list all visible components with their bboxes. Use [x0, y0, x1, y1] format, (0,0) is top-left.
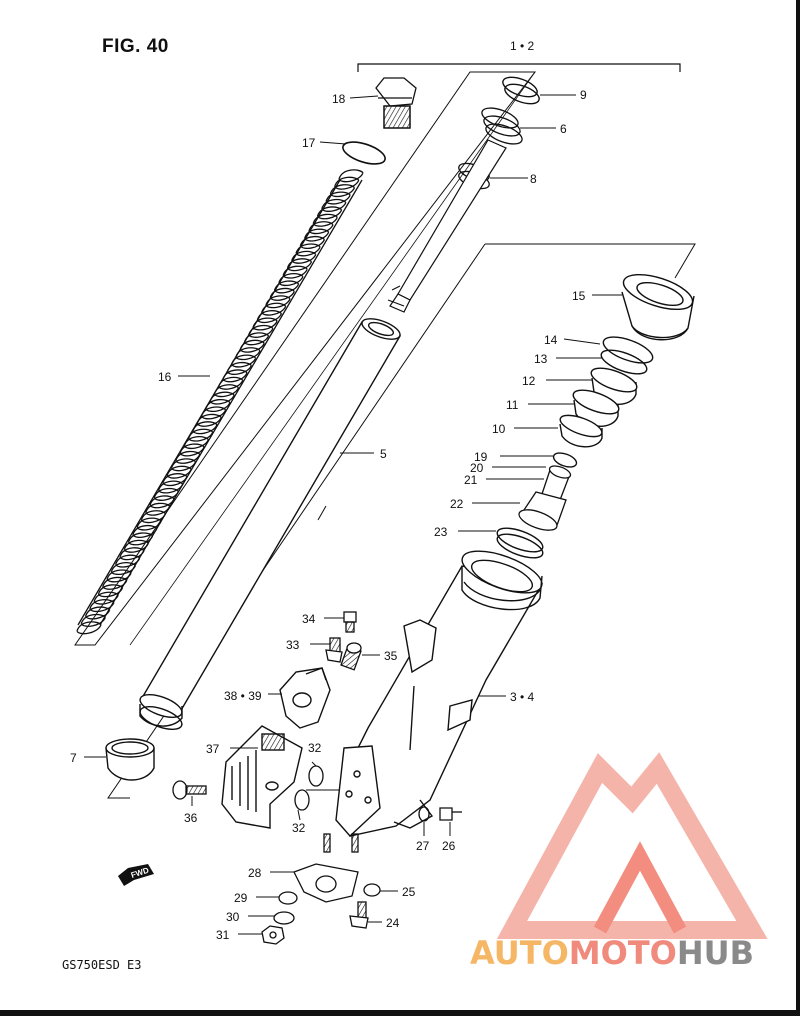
- callout-29: 29: [234, 891, 248, 905]
- callout-5: 5: [380, 447, 387, 461]
- part-13-washer: [600, 349, 648, 375]
- part-30-washer: [273, 911, 295, 925]
- axle-studs: [323, 833, 359, 853]
- watermark-part-hub: HUB: [676, 934, 755, 972]
- callout-23: 23: [434, 525, 448, 539]
- part-31-nut: [261, 925, 285, 945]
- callout-21: 21: [464, 473, 478, 487]
- callout-9: 9: [580, 88, 587, 102]
- callout-14: 14: [544, 333, 558, 347]
- damper-rod: [387, 139, 507, 313]
- part-37-caliper-bracket: [221, 725, 303, 829]
- figure-title: FIG. 40: [102, 36, 169, 57]
- callout-19: 19: [474, 450, 488, 464]
- part-32-o-ring-upper: [308, 765, 324, 787]
- outline-inner-lower: [129, 71, 536, 646]
- callout-18: 18: [332, 92, 346, 106]
- part-27-washer: [418, 806, 430, 822]
- callout-13: 13: [534, 352, 548, 366]
- part-38-39-bracket: [279, 667, 331, 729]
- callout-11: 11: [506, 398, 519, 412]
- right-border: [796, 0, 800, 1016]
- part-34-screw: [343, 611, 357, 633]
- part-26-bolt: [439, 807, 462, 821]
- fwd-arrow-icon: FWD: [118, 864, 154, 886]
- callout-28: 28: [248, 866, 262, 880]
- part-3-4-outer-tube: [335, 550, 544, 838]
- bracket-1-2: [357, 63, 681, 72]
- model-code: GS750ESD E3: [62, 958, 142, 972]
- callout-20: 20: [470, 461, 484, 475]
- part-32-o-ring-lower: [294, 789, 310, 811]
- part-14-stopper-ring: [602, 336, 654, 364]
- outline-inner-assembly: [74, 71, 537, 646]
- part-15-dust-seal: [621, 273, 695, 341]
- callout-3-4: 3 • 4: [510, 690, 535, 704]
- callout-7: 7: [70, 751, 77, 765]
- bottom-border: [0, 1010, 800, 1016]
- callout-33: 33: [286, 638, 300, 652]
- part-19-ring: [552, 452, 578, 468]
- part-5-inner-tube: [139, 318, 402, 731]
- callout-26: 26: [442, 839, 456, 853]
- part-28-axle-holder: [293, 863, 359, 903]
- callout-25: 25: [402, 885, 416, 899]
- automotohub-logo-icon: [496, 752, 768, 939]
- callout-27: 27: [416, 839, 430, 853]
- callout-38-39: 38 • 39: [224, 689, 262, 703]
- part-24-bolt: [349, 901, 369, 929]
- callout-37: 37: [206, 742, 220, 756]
- part-29-washer: [278, 891, 298, 905]
- part-6-damper-top: [481, 107, 523, 145]
- callout-36: 36: [184, 811, 198, 825]
- part-22-oil-lock: [518, 491, 567, 531]
- watermark-text: AUTOMOTOHUB: [470, 934, 754, 972]
- callout-1-2: 1 • 2: [510, 39, 535, 53]
- outline-lower-left: [107, 243, 486, 799]
- part-23-bushing: [496, 527, 544, 559]
- callout-35: 35: [384, 649, 398, 663]
- callout-10: 10: [492, 422, 506, 436]
- callout-34: 34: [302, 612, 316, 626]
- part-9-ring: [502, 76, 540, 105]
- part-35-screw: [340, 642, 362, 671]
- part-18-top-bolt: [375, 77, 417, 129]
- callout-31: 31: [216, 928, 230, 942]
- callout-16: 16: [158, 370, 172, 384]
- callout-6: 6: [560, 122, 567, 136]
- callout-15: 15: [572, 289, 586, 303]
- part-36-bolt: [172, 780, 207, 800]
- callout-24: 24: [386, 916, 400, 930]
- callout-32-lower: 32: [292, 821, 306, 835]
- watermark-part-auto: AUTO: [470, 934, 569, 972]
- callout-32-upper: 32: [308, 741, 322, 755]
- part-25-washer: [363, 883, 381, 897]
- watermark-part-moto: MOTO: [568, 934, 677, 972]
- part-16-fork-spring: [76, 169, 364, 635]
- part-33-screw: [325, 637, 343, 663]
- callout-8: 8: [530, 172, 537, 186]
- part-20-21-collar: [541, 465, 572, 501]
- part-17-o-ring: [342, 141, 386, 165]
- outline-lower-assembly: [485, 243, 696, 279]
- callout-17: 17: [302, 136, 316, 150]
- part-10-spacer: [559, 414, 603, 448]
- callout-12: 12: [522, 374, 536, 388]
- callout-30: 30: [226, 910, 240, 924]
- callout-22: 22: [450, 497, 464, 511]
- part-7-bushing: [105, 738, 155, 781]
